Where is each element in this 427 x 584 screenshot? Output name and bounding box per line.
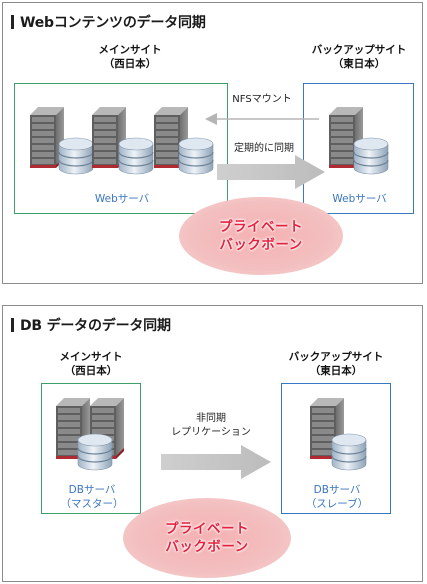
- database-cylinder-icon: [118, 137, 154, 175]
- db-sync-panel: DB データのデータ同期 メインサイト （西日本） バックアップサイト （東日本…: [2, 305, 423, 582]
- private-backbone-network: プライベート バックボーン: [123, 498, 291, 578]
- main-site-label: メインサイト （西日本）: [41, 350, 141, 378]
- network-label: プライベート バックボーン: [165, 521, 249, 555]
- site-region: （東日本）: [332, 58, 386, 70]
- private-backbone-network: プライベート バックボーン: [179, 197, 343, 275]
- server-caption: Webサーバ: [94, 193, 150, 205]
- site-name: メインサイト: [59, 351, 123, 363]
- backup-site-label: バックアップサイト （東日本）: [276, 350, 396, 378]
- nfs-mount-label: NFSマウント: [232, 94, 292, 105]
- async-replication-arrow: [161, 445, 271, 479]
- nfs-mount-arrow: [205, 113, 319, 125]
- main-site-box: DBサーバ （マスター）: [41, 383, 141, 514]
- server-caption: DBサーバ （スレーブ）: [305, 484, 369, 510]
- server-caption: Webサーバ: [332, 193, 387, 205]
- database-cylinder-icon: [77, 433, 113, 471]
- replication-label: 非同期 レプリケーション: [171, 413, 251, 438]
- title-bar-marker: [11, 318, 14, 332]
- server-caption: DBサーバ （マスター）: [60, 484, 124, 510]
- site-region: （西日本）: [103, 58, 157, 70]
- section-title-text: Webコンテンツのデータ同期: [20, 15, 206, 31]
- title-bar-marker: [11, 15, 14, 29]
- web-sync-panel: Webコンテンツのデータ同期 メインサイト （西日本） バックアップサイト （東…: [2, 2, 423, 284]
- backup-site-box: DBサーバ （スレーブ）: [281, 383, 391, 514]
- database-cylinder-icon: [331, 433, 367, 471]
- periodic-sync-label: 定期的に同期: [234, 143, 294, 154]
- database-cylinder-icon: [353, 137, 389, 175]
- site-name: メインサイト: [98, 44, 162, 56]
- section-title-text: DB データのデータ同期: [20, 318, 171, 334]
- backup-site-box: Webサーバ: [303, 83, 414, 214]
- database-cylinder-icon: [178, 137, 214, 175]
- database-cylinder-icon: [58, 137, 94, 175]
- periodic-sync-arrow: [217, 155, 325, 189]
- backup-site-label: バックアップサイト （東日本）: [299, 43, 419, 71]
- section-title-web: Webコンテンツのデータ同期: [11, 12, 206, 32]
- section-title-db: DB データのデータ同期: [11, 315, 171, 335]
- site-region: （西日本）: [64, 365, 118, 377]
- site-name: バックアップサイト: [288, 351, 384, 363]
- main-site-label: メインサイト （西日本）: [65, 43, 195, 71]
- network-label: プライベート バックボーン: [219, 219, 303, 253]
- site-name: バックアップサイト: [311, 44, 407, 56]
- site-region: （東日本）: [309, 365, 363, 377]
- main-site-box: Webサーバ: [14, 83, 228, 214]
